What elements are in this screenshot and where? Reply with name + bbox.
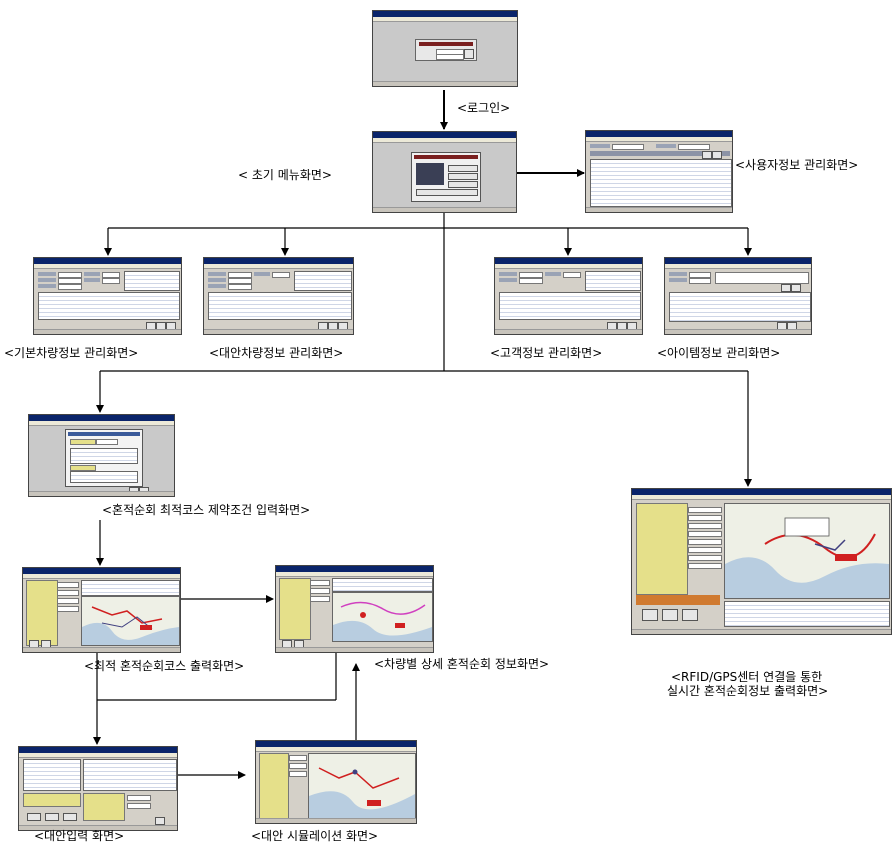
alt-input-thumbnail xyxy=(18,746,178,831)
caption-rfid-line2: 실시간 혼적순회정보 출력화면> xyxy=(667,684,829,698)
caption-rfid-line1: <RFID/GPS센터 연결을 통한 xyxy=(671,670,823,684)
caption-user-info: <사용자정보 관리화면> xyxy=(735,158,859,172)
alt-simulation-thumbnail xyxy=(255,740,417,824)
initial-menu-thumbnail xyxy=(372,131,517,213)
basic-vehicle-thumbnail xyxy=(33,257,182,335)
caption-customer: <고객정보 관리화면> xyxy=(490,346,603,360)
caption-item: <아이템정보 관리화면> xyxy=(657,346,781,360)
caption-alt-sim: <대안 시뮬레이션 화면> xyxy=(251,829,379,843)
caption-alt-vehicle: <대안차량정보 관리화면> xyxy=(209,346,344,360)
optimal-route-thumbnail xyxy=(22,567,181,653)
caption-constraint: <혼적순회 최적코스 제약조건 입력화면> xyxy=(102,503,311,517)
caption-initial-menu: < 초기 메뉴화면> xyxy=(238,168,332,182)
item-thumbnail xyxy=(664,257,812,335)
caption-vehicle-detail: <차량별 상세 혼적순회 정보화면> xyxy=(374,657,550,671)
caption-alt-input: <대안입력 화면> xyxy=(34,829,125,843)
caption-basic-vehicle: <기본차량정보 관리화면> xyxy=(4,346,139,360)
caption-optimal-output: <최적 혼적순회코스 출력화면> xyxy=(84,659,245,673)
user-info-thumbnail xyxy=(585,130,733,213)
constraint-input-thumbnail xyxy=(28,414,175,497)
customer-thumbnail xyxy=(494,257,643,335)
login-screen-thumbnail xyxy=(372,10,518,87)
vehicle-detail-thumbnail xyxy=(275,565,434,653)
caption-login: <로그인> xyxy=(457,101,511,115)
alt-vehicle-thumbnail xyxy=(203,257,354,335)
rfid-gps-realtime-thumbnail xyxy=(631,488,892,635)
